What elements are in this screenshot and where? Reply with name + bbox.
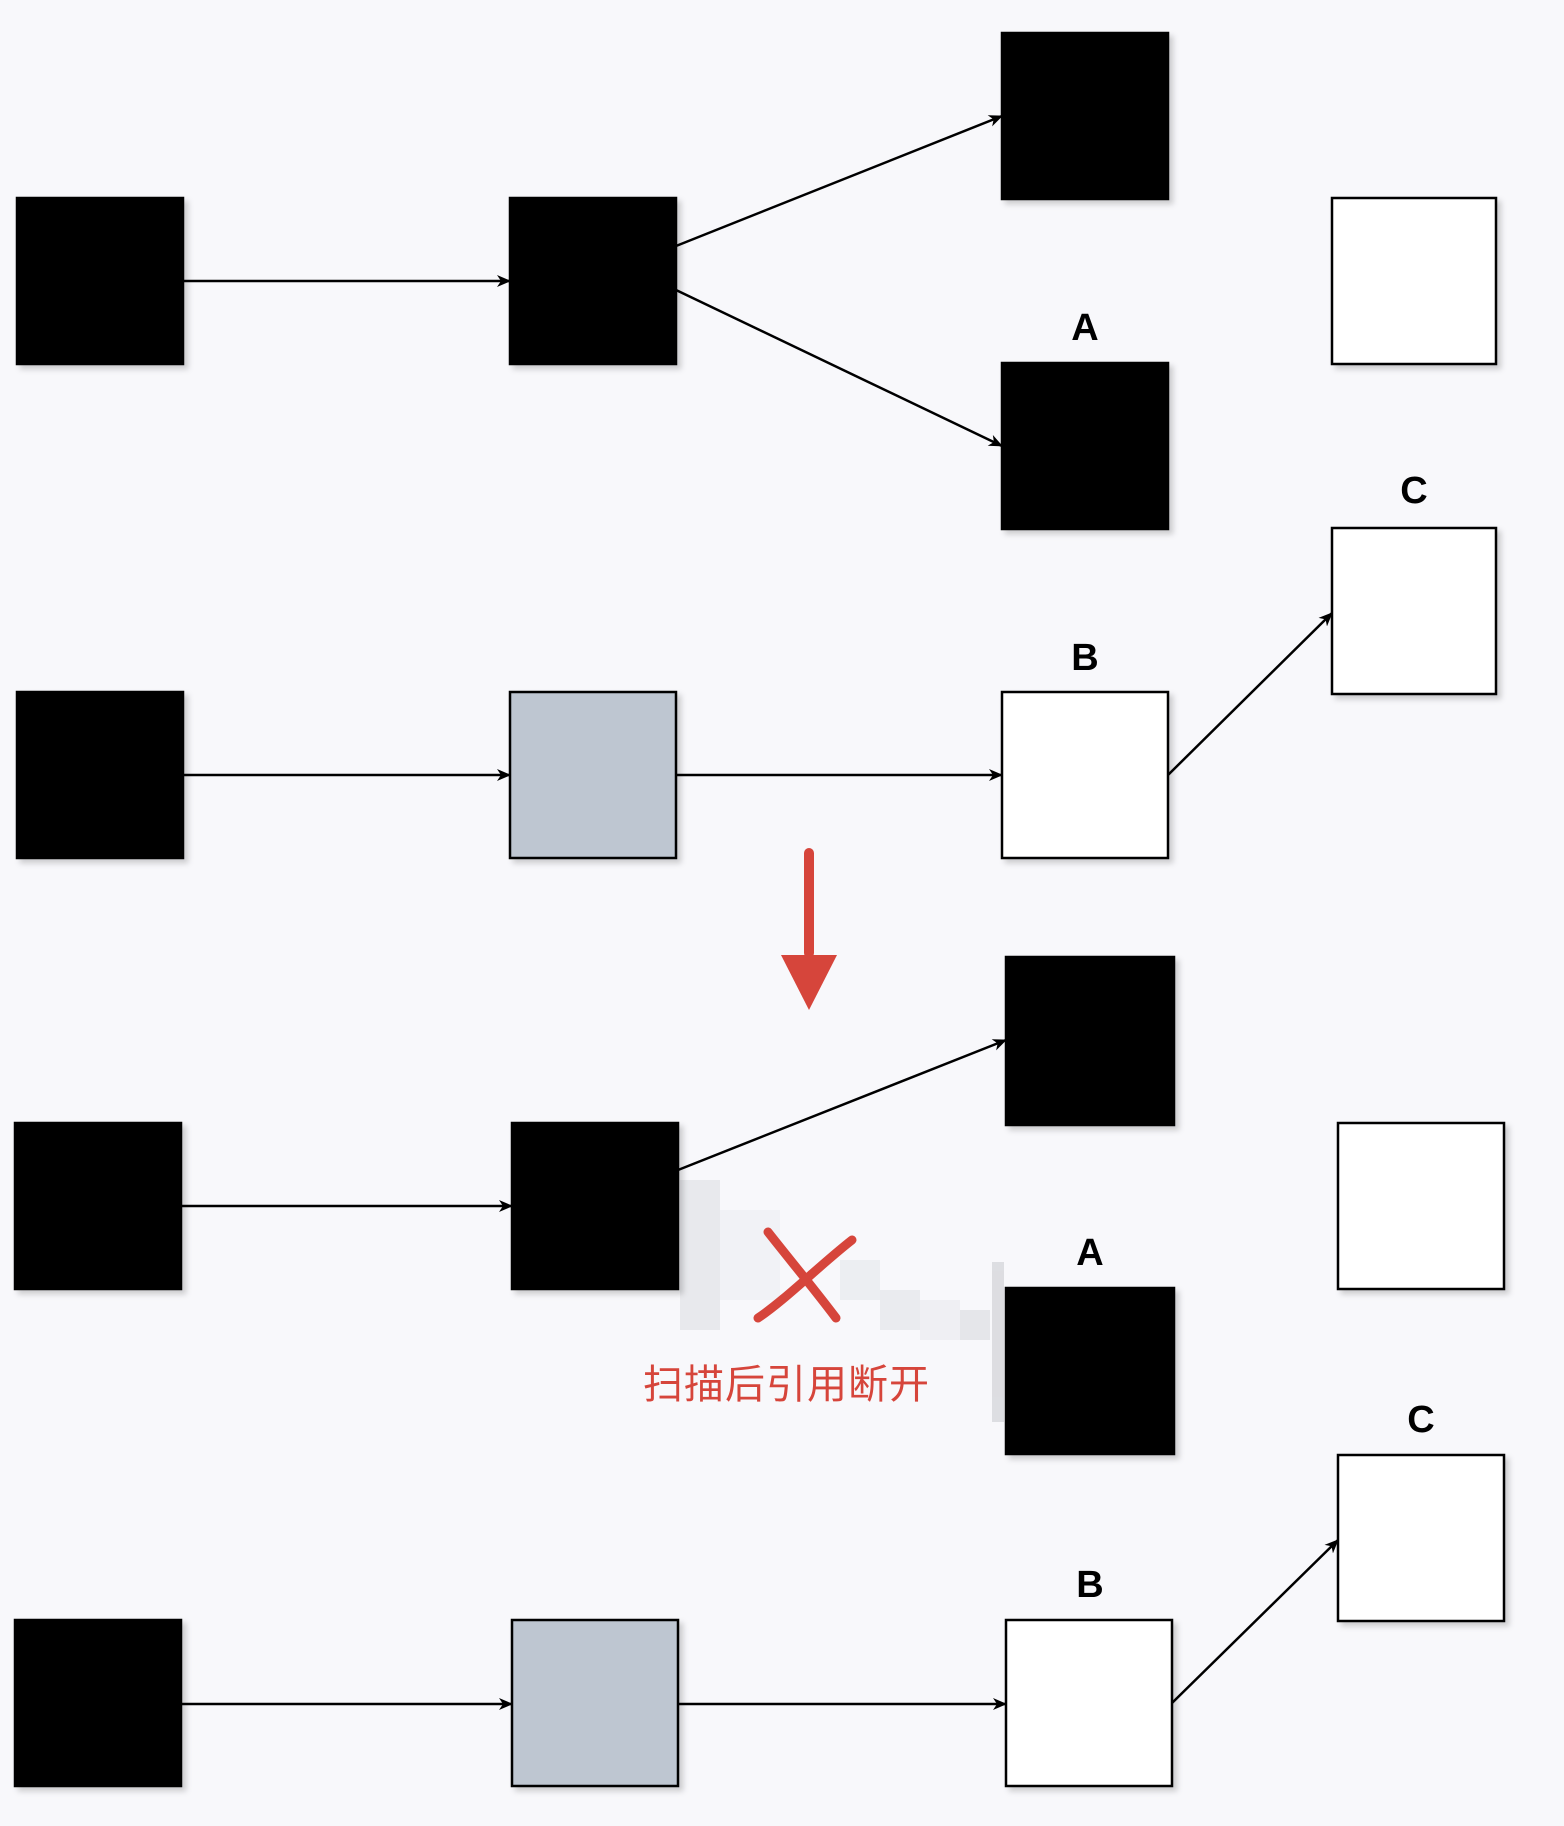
node-root-2 xyxy=(15,690,185,860)
node-root-2-after xyxy=(13,1618,183,1788)
annotation-reference-broken: 扫描后引用断开 xyxy=(643,1362,930,1408)
node-2 xyxy=(508,196,678,366)
edge-node2-to-top-node xyxy=(675,114,1003,248)
label-a: A xyxy=(1071,307,1098,349)
node-c-after xyxy=(1336,1453,1506,1623)
node-root-1 xyxy=(15,196,185,366)
down-arrow-icon xyxy=(781,848,837,1010)
node-top-right-after xyxy=(1004,955,1176,1127)
label-c: C xyxy=(1400,470,1427,512)
node-c xyxy=(1330,526,1498,696)
node-gray-after xyxy=(510,1618,680,1788)
node-a-after xyxy=(1004,1286,1176,1456)
node-root-1-after xyxy=(13,1121,183,1291)
node-isolated-after xyxy=(1336,1121,1506,1291)
cross-icon xyxy=(753,1227,857,1323)
node-2-after xyxy=(510,1121,680,1291)
edge-node2-to-top-node-after xyxy=(677,1038,1007,1172)
node-isolated xyxy=(1330,196,1498,366)
label-b: B xyxy=(1071,637,1098,679)
node-a xyxy=(1000,361,1170,531)
label-a-after: A xyxy=(1076,1232,1103,1274)
node-b xyxy=(1000,690,1170,860)
graph-before: A B C xyxy=(15,31,1498,860)
label-c-after: C xyxy=(1407,1399,1434,1441)
edge-node-b-to-node-c-after xyxy=(1171,1539,1339,1704)
node-b-after xyxy=(1004,1618,1174,1788)
label-b-after: B xyxy=(1076,1564,1103,1606)
node-top-right xyxy=(1000,31,1170,201)
graph-after: A B C 扫描后引用断开 xyxy=(13,955,1506,1788)
removed-reference-blur xyxy=(680,1180,1004,1422)
edge-node-b-to-node-c xyxy=(1167,612,1333,776)
node-gray xyxy=(508,690,678,860)
edge-node2-to-node-a xyxy=(675,288,1003,448)
